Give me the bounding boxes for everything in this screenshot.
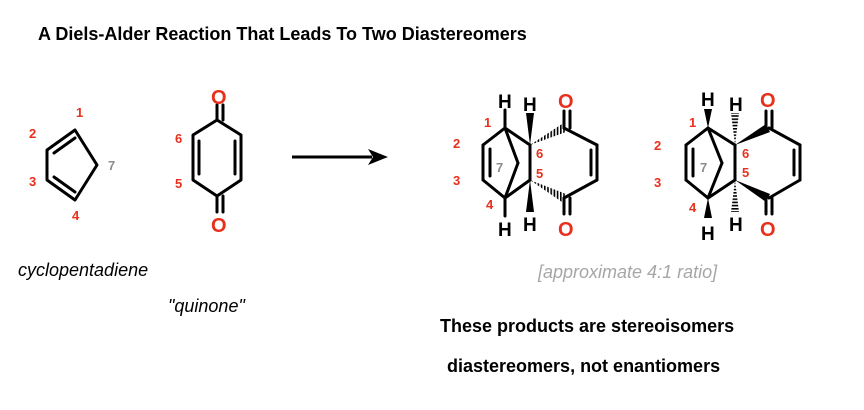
quinone-structure: O O 6 5 [175,87,243,237]
quinone-oxygen-top: O [211,87,227,109]
product-left-carbon-2-label: 2 [453,136,460,151]
product-right-carbon-3-label: 3 [654,175,661,190]
product-left-carbon-5-label: 5 [536,166,543,181]
product-right-oxygen-bottom: O [760,219,776,241]
reaction-arrow [292,149,388,165]
page-title: A Diels-Alder Reaction That Leads To Two… [38,24,527,44]
product-left-h-top-bridgehead: H [498,92,512,113]
product-right-carbon-4-label: 4 [689,200,697,215]
cp-carbon-2-label: 2 [29,126,36,141]
product-right-carbon-6-label: 6 [742,146,749,161]
cp-carbon-3-label: 3 [29,174,36,189]
quinone-carbon-6-label: 6 [175,131,182,146]
product-right-carbon-5-label: 5 [742,165,749,180]
product-right-h-bottom-bridgehead: H [701,224,715,245]
product-right-carbon-7-label: 7 [700,160,707,175]
product-right-structure: H H H H O O 1 2 3 4 5 6 7 [654,90,802,245]
quinone-label: "quinone" [168,296,245,316]
product-right-h-bottom-ring-fusion: H [729,215,743,236]
product-left-carbon-4-label: 4 [486,197,494,212]
product-right-oxygen-top: O [760,90,776,112]
cyclopentadiene-structure: 1 2 3 4 7 [29,105,115,223]
product-left-carbon-1-label: 1 [484,115,491,130]
product-left-structure: H H H H O O 1 2 3 4 5 6 7 [453,91,599,241]
product-left-carbon-3-label: 3 [453,173,460,188]
diastereomers-statement: diastereomers, not enantiomers [447,356,721,376]
quinone-carbon-5-label: 5 [175,176,182,191]
product-left-h-top-ring-fusion: H [523,95,537,116]
cyclopentadiene-label: cyclopentadiene [18,260,149,280]
cp-carbon-1-label: 1 [76,105,83,120]
ratio-note: [approximate 4:1 ratio] [538,262,718,282]
product-left-carbon-6-label: 6 [536,146,543,161]
product-left-h-bottom-bridgehead: H [498,220,512,241]
product-right-h-top-bridgehead: H [701,90,715,111]
product-right-h-top-ring-fusion: H [729,95,743,116]
cp-carbon-4-label: 4 [72,208,80,223]
product-left-h-bottom-ring-fusion: H [523,215,537,236]
product-right-carbon-2-label: 2 [654,138,661,153]
product-left-oxygen-top: O [558,91,574,113]
quinone-oxygen-bottom: O [211,215,227,237]
stereoisomers-statement: These products are stereoisomers [440,316,735,336]
product-left-oxygen-bottom: O [558,219,574,241]
cp-carbon-7-label: 7 [108,158,115,173]
product-right-carbon-1-label: 1 [689,115,696,130]
product-left-carbon-7-label: 7 [496,160,503,175]
